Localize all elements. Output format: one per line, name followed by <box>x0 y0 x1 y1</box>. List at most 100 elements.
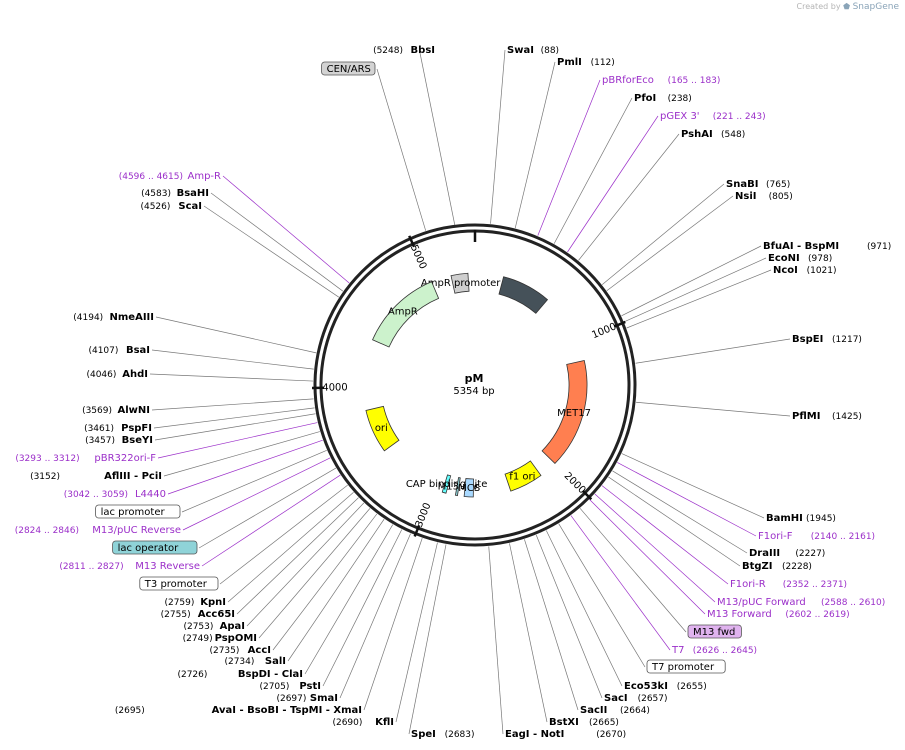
feature-arc-f1-ori[interactable] <box>504 460 542 492</box>
map-label-bbsi[interactable]: BbsI(5248) <box>373 45 435 56</box>
map-label-amp-r[interactable]: Amp-R(4596 .. 4615) <box>119 171 221 182</box>
label-position: (1945) <box>806 514 836 524</box>
map-label-acci[interactable]: AccI(2735) <box>209 645 271 656</box>
label-position: (4046) <box>86 370 116 380</box>
map-label-cen-ars[interactable]: CEN/ARS <box>321 61 376 76</box>
map-label-pmli[interactable]: PmlI(112) <box>557 57 615 68</box>
map-label-bfuai-bspmi[interactable]: BfuAI - BspMI(971) <box>763 241 891 252</box>
leader-line <box>182 457 331 531</box>
map-label-nsii[interactable]: NsiI(805) <box>735 191 793 202</box>
feature-arc-cap-binding-site[interactable] <box>441 474 452 494</box>
map-label-avai-bsobi-tspmi-xmai[interactable]: AvaI - BsoBI - TspMI - XmaI(2695) <box>115 705 362 716</box>
feature-arc-m13-rev[interactable] <box>454 477 461 497</box>
leader-line <box>553 97 633 244</box>
map-label-ahdi[interactable]: AhdI(4046) <box>86 369 148 380</box>
leader-line <box>222 175 350 284</box>
feature-arc-ampr-promoter[interactable] <box>450 272 470 294</box>
map-label-pspomi[interactable]: PspOMI(2749) <box>183 633 257 644</box>
map-label-bsahi[interactable]: BsaHI(4583) <box>141 188 209 199</box>
feature-arc-feature[interactable] <box>498 276 549 314</box>
map-label-pgex-3[interactable]: pGEX 3'(221 .. 243) <box>660 111 766 122</box>
map-label-m13-fwd[interactable]: M13 fwd <box>687 624 742 639</box>
credit-prefix: Created by <box>796 2 841 11</box>
map-label-saci[interactable]: SacI(2657) <box>604 693 668 704</box>
map-label-spei[interactable]: SpeI(2683) <box>411 729 475 740</box>
label-position: (971) <box>867 242 891 252</box>
map-label-econi[interactable]: EcoNI(978) <box>768 253 832 264</box>
feature-arc-ampr[interactable] <box>372 281 440 348</box>
map-label-m13-reverse[interactable]: M13 Reverse(2811 .. 2827) <box>59 561 200 572</box>
feature-arc-mcs[interactable] <box>463 478 474 498</box>
map-label-alwni[interactable]: AlwNI(3569) <box>82 405 150 416</box>
map-label-m13-puc-reverse[interactable]: M13/pUC Reverse(2824 .. 2846) <box>15 525 181 536</box>
map-label-bamhi[interactable]: BamHI(1945) <box>766 513 836 524</box>
map-label-eagi-noti[interactable]: EagI - NotI(2670) <box>505 729 626 740</box>
map-label-lac-operator[interactable]: lac operator <box>112 540 198 555</box>
label-name: SwaI <box>507 45 534 56</box>
label-name: PshAI <box>681 129 713 140</box>
map-label-lac-promoter[interactable]: lac promoter <box>95 504 181 519</box>
map-label-pshai[interactable]: PshAI(548) <box>681 129 745 140</box>
map-label-pfoi[interactable]: PfoI(238) <box>634 93 692 104</box>
map-label-bspei[interactable]: BspEI(1217) <box>792 334 862 345</box>
map-label-kfli[interactable]: KflI(2690) <box>332 717 394 728</box>
map-label-afliii-pcii[interactable]: AflIII - PciI(3152) <box>30 471 162 482</box>
map-label-f1ori-f[interactable]: F1ori-F(2140 .. 2161) <box>758 531 875 542</box>
map-label-snabi[interactable]: SnaBI(765) <box>726 179 790 190</box>
map-label-btgzi[interactable]: BtgZI(2228) <box>742 561 812 572</box>
map-label-bstxi[interactable]: BstXI(2665) <box>549 717 619 728</box>
leader-line <box>258 508 371 639</box>
map-label-sacii[interactable]: SacII(2664) <box>580 705 650 716</box>
map-label-swai[interactable]: SwaI(88) <box>507 45 559 56</box>
map-label-t3-promoter[interactable]: T3 promoter <box>139 576 219 591</box>
map-label-psti[interactable]: PstI(2705) <box>259 681 321 692</box>
map-label-m13-forward[interactable]: M13 Forward(2602 .. 2619) <box>707 609 850 620</box>
label-position: (4107) <box>88 346 118 356</box>
label-name: L4440 <box>135 489 166 500</box>
map-label-f1ori-r[interactable]: F1ori-R(2352 .. 2371) <box>730 579 847 590</box>
leader-line <box>612 470 748 554</box>
snapgene-logo-icon: ⬟ <box>843 2 851 11</box>
leader-line <box>227 491 354 603</box>
leader-line <box>567 115 659 253</box>
label-name: CEN/ARS <box>327 64 371 75</box>
map-label-acc65i[interactable]: Acc65I(2755) <box>161 609 235 620</box>
label-name: M13 Reverse <box>135 561 200 572</box>
label-box <box>139 576 219 591</box>
map-label-eco53ki[interactable]: Eco53kI(2655) <box>624 681 707 692</box>
label-name: SalI <box>265 656 286 667</box>
label-name: BbsI <box>411 45 435 56</box>
map-label-ncoi[interactable]: NcoI(1021) <box>773 265 837 276</box>
label-name: AccI <box>248 645 271 656</box>
leader-line <box>617 462 757 537</box>
map-label-kpni[interactable]: KpnI(2759) <box>164 597 226 608</box>
map-label-scai[interactable]: ScaI(4526) <box>140 201 202 212</box>
tick-label: 5000 <box>408 243 428 271</box>
map-label-pspfi[interactable]: PspFI(3461) <box>84 423 152 434</box>
map-label-sali[interactable]: SalI(2734) <box>224 656 286 667</box>
label-name: BseYI <box>122 435 153 446</box>
map-label-l4440[interactable]: L4440(3042 .. 3059) <box>64 489 166 500</box>
leader-line <box>201 474 341 567</box>
map-label-apai[interactable]: ApaI(2753) <box>183 621 245 632</box>
feature-arc-ori[interactable] <box>365 405 400 452</box>
map-label-bsai[interactable]: BsaI(4107) <box>88 345 150 356</box>
map-label-m13-puc-forward[interactable]: M13/pUC Forward(2588 .. 2610) <box>717 597 885 608</box>
map-label-pbr322ori-f[interactable]: pBR322ori-F(3293 .. 3312) <box>15 453 156 464</box>
map-label-nmeaiii[interactable]: NmeAIII(4194) <box>73 312 154 323</box>
map-label-pbrforeco[interactable]: pBRforEco(165 .. 183) <box>602 75 720 86</box>
map-label-draiii[interactable]: DraIII(2227) <box>749 548 825 559</box>
label-name: pBR322ori-F <box>94 453 156 464</box>
map-label-smai[interactable]: SmaI(2697) <box>276 693 338 704</box>
map-label-pflmi[interactable]: PflMI(1425) <box>792 411 862 422</box>
leader-line <box>621 245 762 317</box>
label-name: NmeAIII <box>110 312 154 323</box>
feature-arc-met17[interactable] <box>541 359 588 465</box>
leader-line <box>621 453 765 519</box>
map-label-t7-promoter[interactable]: T7 promoter <box>646 659 726 674</box>
map-label-bseyi[interactable]: BseYI(3457) <box>85 435 153 446</box>
map-label-bspdi-clai[interactable]: BspDI - ClaI(2726) <box>177 669 303 680</box>
map-label-t7[interactable]: T7(2626 .. 2645) <box>671 645 757 656</box>
